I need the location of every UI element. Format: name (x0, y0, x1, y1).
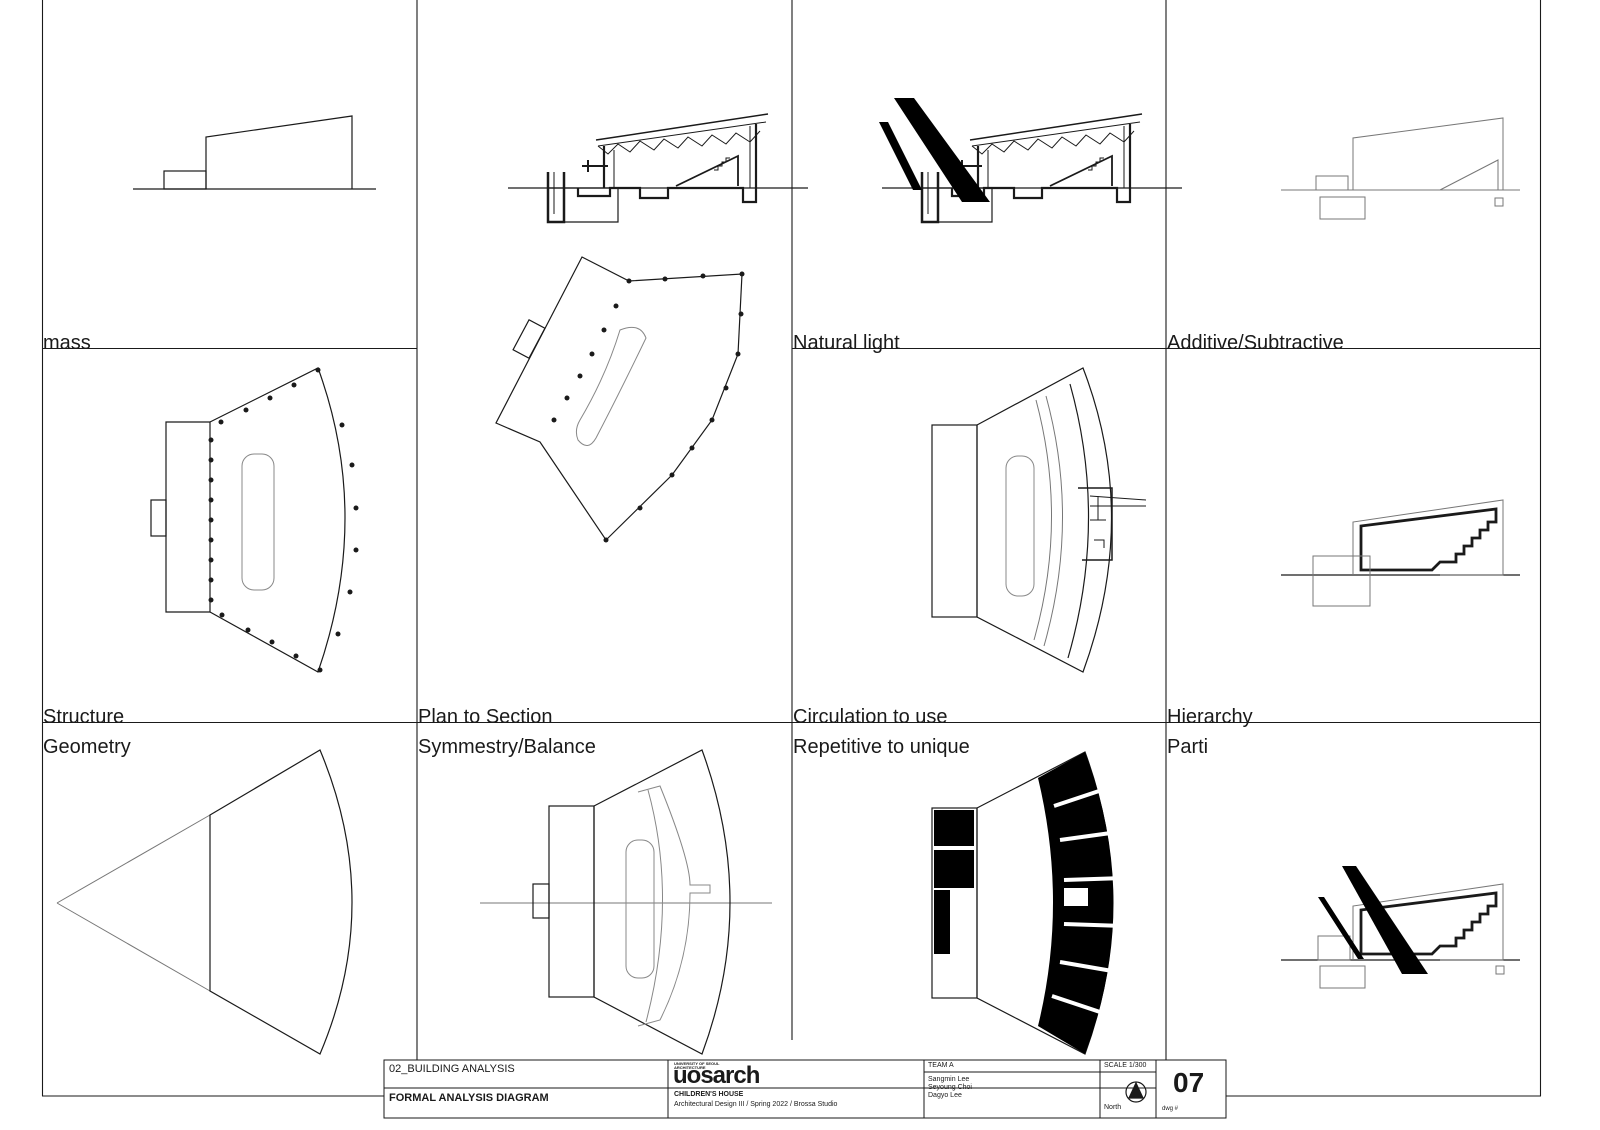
project-name: CHILDREN'S HOUSE (674, 1091, 744, 1098)
north-label: North (1104, 1104, 1122, 1111)
label-parti: Parti (1167, 736, 1209, 758)
scale-label: SCALE 1/300 (1104, 1062, 1147, 1069)
label-symmetry-balance: Symmestry/Balance (418, 736, 596, 758)
label-mass: mass (43, 332, 91, 354)
uosarch-logo: uosarch (673, 1062, 760, 1089)
label-structure: Structure (43, 706, 125, 728)
school-dept-small: ARCHITECTURE (674, 1065, 706, 1070)
drawing-number: 07 (1173, 1067, 1205, 1098)
plan-to-section-plan-drawing (495, 256, 745, 543)
team-member: Sangmin Lee (928, 1076, 970, 1083)
structure-diagram (150, 367, 359, 673)
team-member: Seyoung Choi (928, 1084, 972, 1091)
label-hierarchy: Hierarchy (1167, 706, 1253, 728)
hierarchy-diagram (1281, 499, 1520, 607)
label-plan-to-section: Plan to Section (418, 706, 553, 728)
symmetry-balance-diagram (480, 749, 772, 1055)
title-block-section: 02_BUILDING ANALYSIS (389, 1063, 515, 1075)
label-natural-light: Natural light (793, 332, 900, 354)
additive-subtractive-diagram (1281, 117, 1520, 220)
title-block-drawing-title: FORMAL ANALYSIS DIAGRAM (389, 1092, 549, 1104)
repetitive-to-unique-diagram (931, 751, 1125, 1055)
label-geometry: Geometry (43, 736, 131, 758)
course-info: Architectural Design III / Spring 2022 /… (674, 1101, 838, 1108)
grid-lines (41, 0, 1542, 1097)
north-arrow-icon (1125, 1081, 1147, 1103)
circulation-diagram (931, 367, 1147, 673)
title-block-frame (383, 1059, 1227, 1119)
plan-to-section-section-drawing (506, 112, 810, 224)
team-member: Dagyo Lee (928, 1092, 962, 1099)
geometry-diagram (56, 749, 353, 1055)
label-repetitive-to-unique: Repetitive to unique (793, 736, 970, 758)
parti-diagram (1281, 866, 1520, 989)
natural-light-diagram (879, 98, 1184, 224)
dwg-label: dwg # (1162, 1106, 1179, 1112)
mass-diagram (133, 115, 376, 190)
label-circulation-to-use: Circulation to use (793, 706, 948, 728)
label-additive-subtractive: Additive/Subtractive (1167, 332, 1344, 354)
school-name-small: UNIVERSITY OF SEOUL (674, 1061, 720, 1066)
team-label: TEAM A (928, 1062, 954, 1069)
